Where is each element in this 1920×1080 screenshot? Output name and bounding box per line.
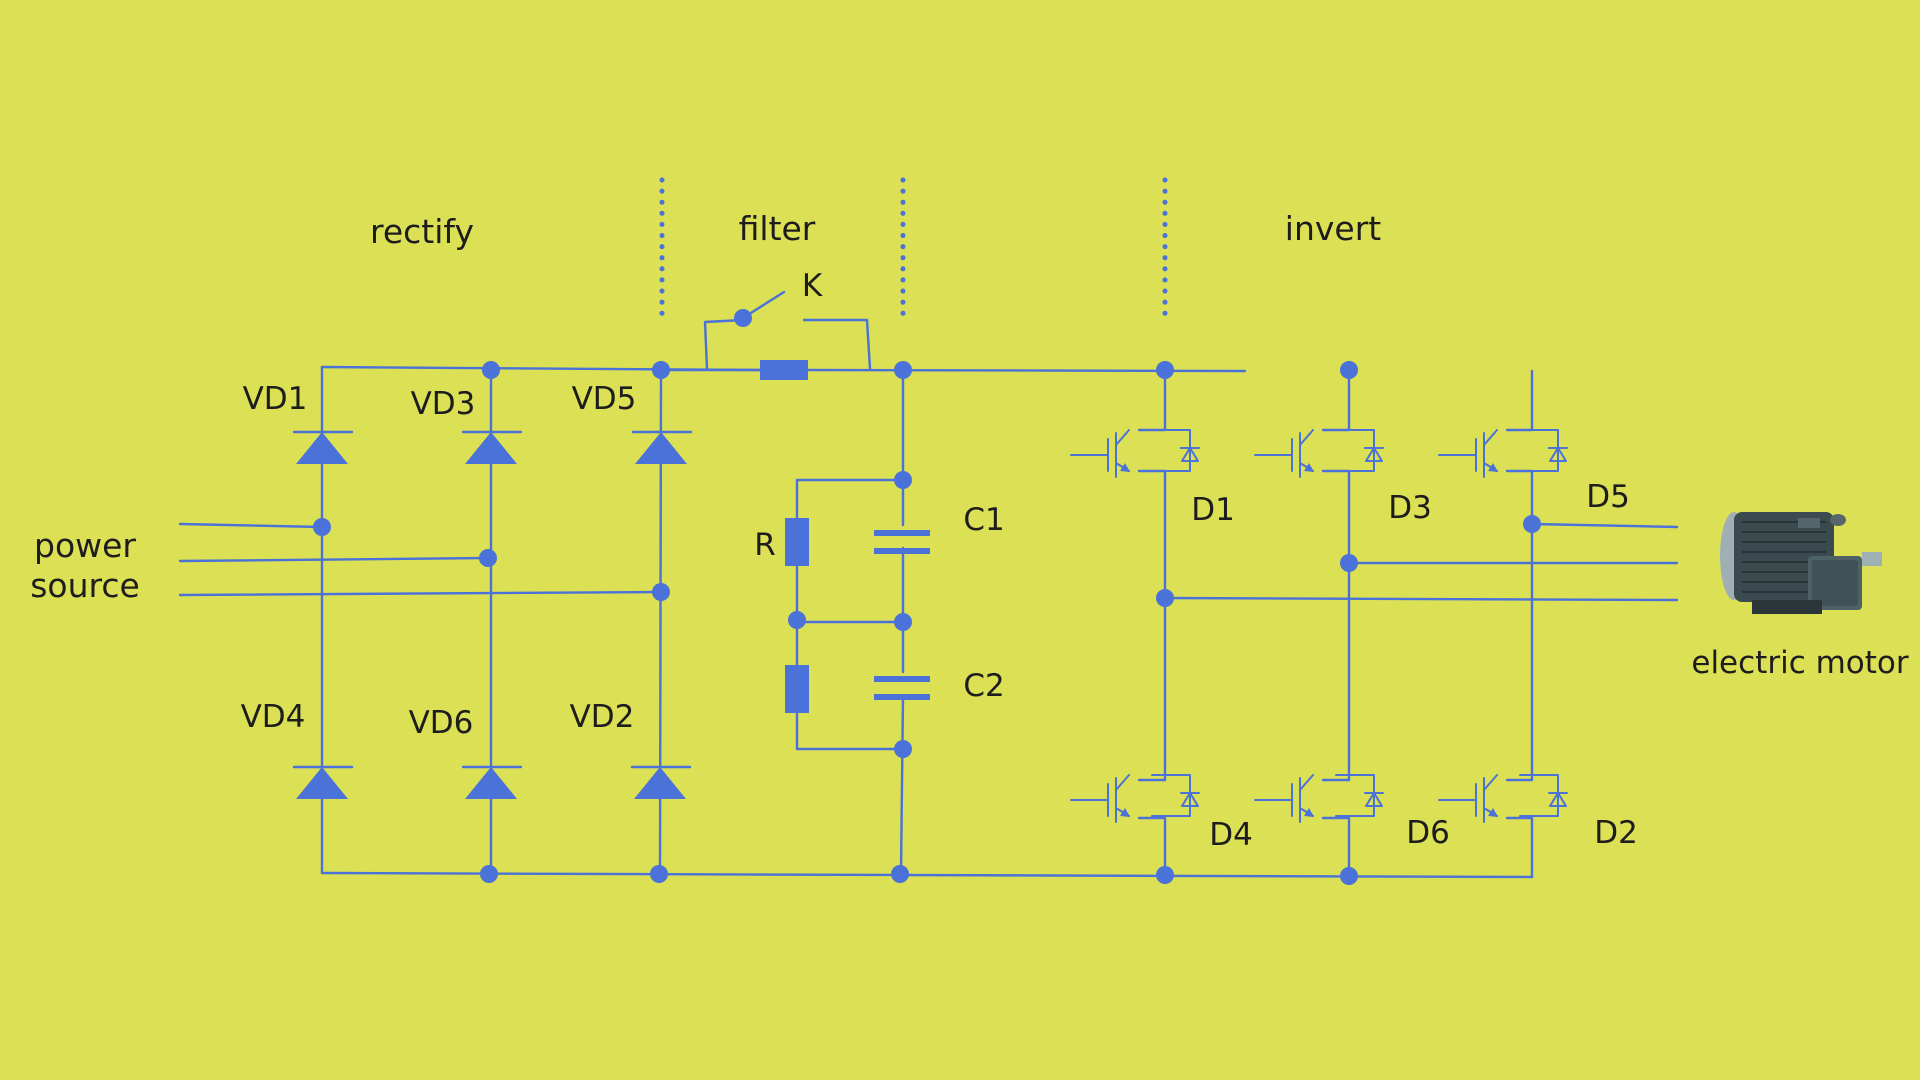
label-resistor-R: R [754,527,776,563]
label-D5: D5 [1586,479,1630,515]
diode-VD6 [461,765,523,799]
section-invert-label: invert [1285,209,1381,248]
diode-VD1 [292,430,354,464]
output-phase-3 [1163,596,1679,602]
label-D3: D3 [1388,490,1432,526]
label-VD2: VD2 [570,699,635,735]
igbt-D3 [1254,429,1384,478]
inverter-bridge: D1 D3 D5 D4 D6 D2 [898,361,1679,885]
label-VD3: VD3 [411,386,476,422]
label-C2: C2 [963,668,1004,704]
label-VD1: VD1 [243,381,308,417]
section-filter-label: filter [739,209,816,248]
label-VD4: VD4 [241,699,306,735]
balancing-resistor-bottom [785,665,809,713]
label-VD6: VD6 [409,705,474,741]
diode-VD2 [630,765,692,799]
igbt-D5 [1438,429,1568,478]
label-D2: D2 [1594,815,1638,851]
igbt-D4 [1070,774,1200,823]
igbt-D1 [1070,429,1200,478]
precharge-resistor [760,360,808,380]
diode-VD4 [292,765,354,799]
rectifier-bridge: VD1 VD3 VD5 VD4 VD6 VD2 [178,361,902,883]
label-C1: C1 [963,502,1004,538]
label-VD5: VD5 [572,381,637,417]
capacitor-C2 [874,676,930,700]
igbt-D6 [1254,774,1384,823]
power-source-label-line2: source [30,566,140,605]
section-rectify-label: rectify [370,212,474,251]
label-D4: D4 [1209,817,1253,853]
switch-K-right-lead [802,318,872,371]
label-switch-K: K [802,268,823,304]
igbt-D2 [1438,774,1568,823]
diode-VD3 [461,430,523,464]
bottom-rail-rectifier [320,871,902,877]
switch-K-left-lead [703,318,745,371]
output-phase-1 [1530,522,1679,529]
input-phase-1 [178,522,324,529]
label-D1: D1 [1191,492,1235,528]
input-phase-3 [178,590,663,597]
balancing-resistor-top [785,518,809,566]
igbt-switches [1070,429,1568,823]
label-D6: D6 [1406,815,1450,851]
electric-motor-icon [1720,512,1882,614]
power-source-label-line1: power [34,526,136,565]
input-phase-2 [178,556,490,563]
electric-motor-label: electric motor [1691,645,1908,681]
filter-stage: K R C1 C2 [658,268,1247,883]
diode-VD5 [631,430,693,464]
capacitor-C1 [874,530,930,554]
